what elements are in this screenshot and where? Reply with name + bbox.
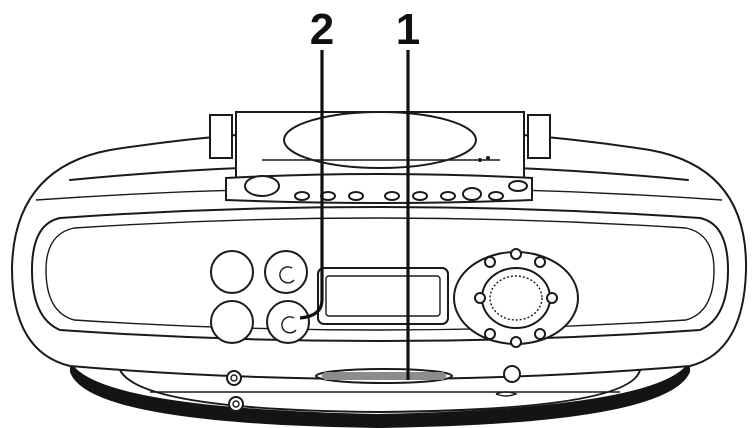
button-h[interactable] (488, 191, 504, 201)
round-button-bottom-left[interactable] (210, 300, 254, 344)
callout-1: 1 (396, 5, 420, 54)
bottom-features (226, 365, 521, 412)
callout-2: 2 (310, 5, 334, 54)
cd-lid (235, 111, 525, 179)
display-window (317, 267, 449, 325)
button-i[interactable] (508, 180, 528, 192)
jog-dial-icon[interactable] (453, 248, 579, 348)
headphone-jack-icon[interactable] (226, 370, 242, 386)
callout-leaders (299, 50, 410, 380)
button-e[interactable] (412, 191, 428, 201)
control-strip (225, 173, 533, 204)
side-knob[interactable] (503, 365, 521, 383)
round-button-top-left[interactable] (210, 250, 254, 294)
power-button[interactable] (244, 175, 280, 197)
button-c[interactable] (348, 191, 364, 201)
button-g[interactable] (462, 187, 482, 201)
button-a[interactable] (294, 191, 310, 201)
button-f[interactable] (440, 191, 456, 201)
round-button-top-right[interactable] (264, 250, 308, 294)
line-in-jack-icon[interactable] (228, 396, 244, 412)
button-d[interactable] (384, 191, 400, 201)
mode-buttons (210, 250, 310, 344)
round-button-bottom-right[interactable] (266, 300, 310, 344)
